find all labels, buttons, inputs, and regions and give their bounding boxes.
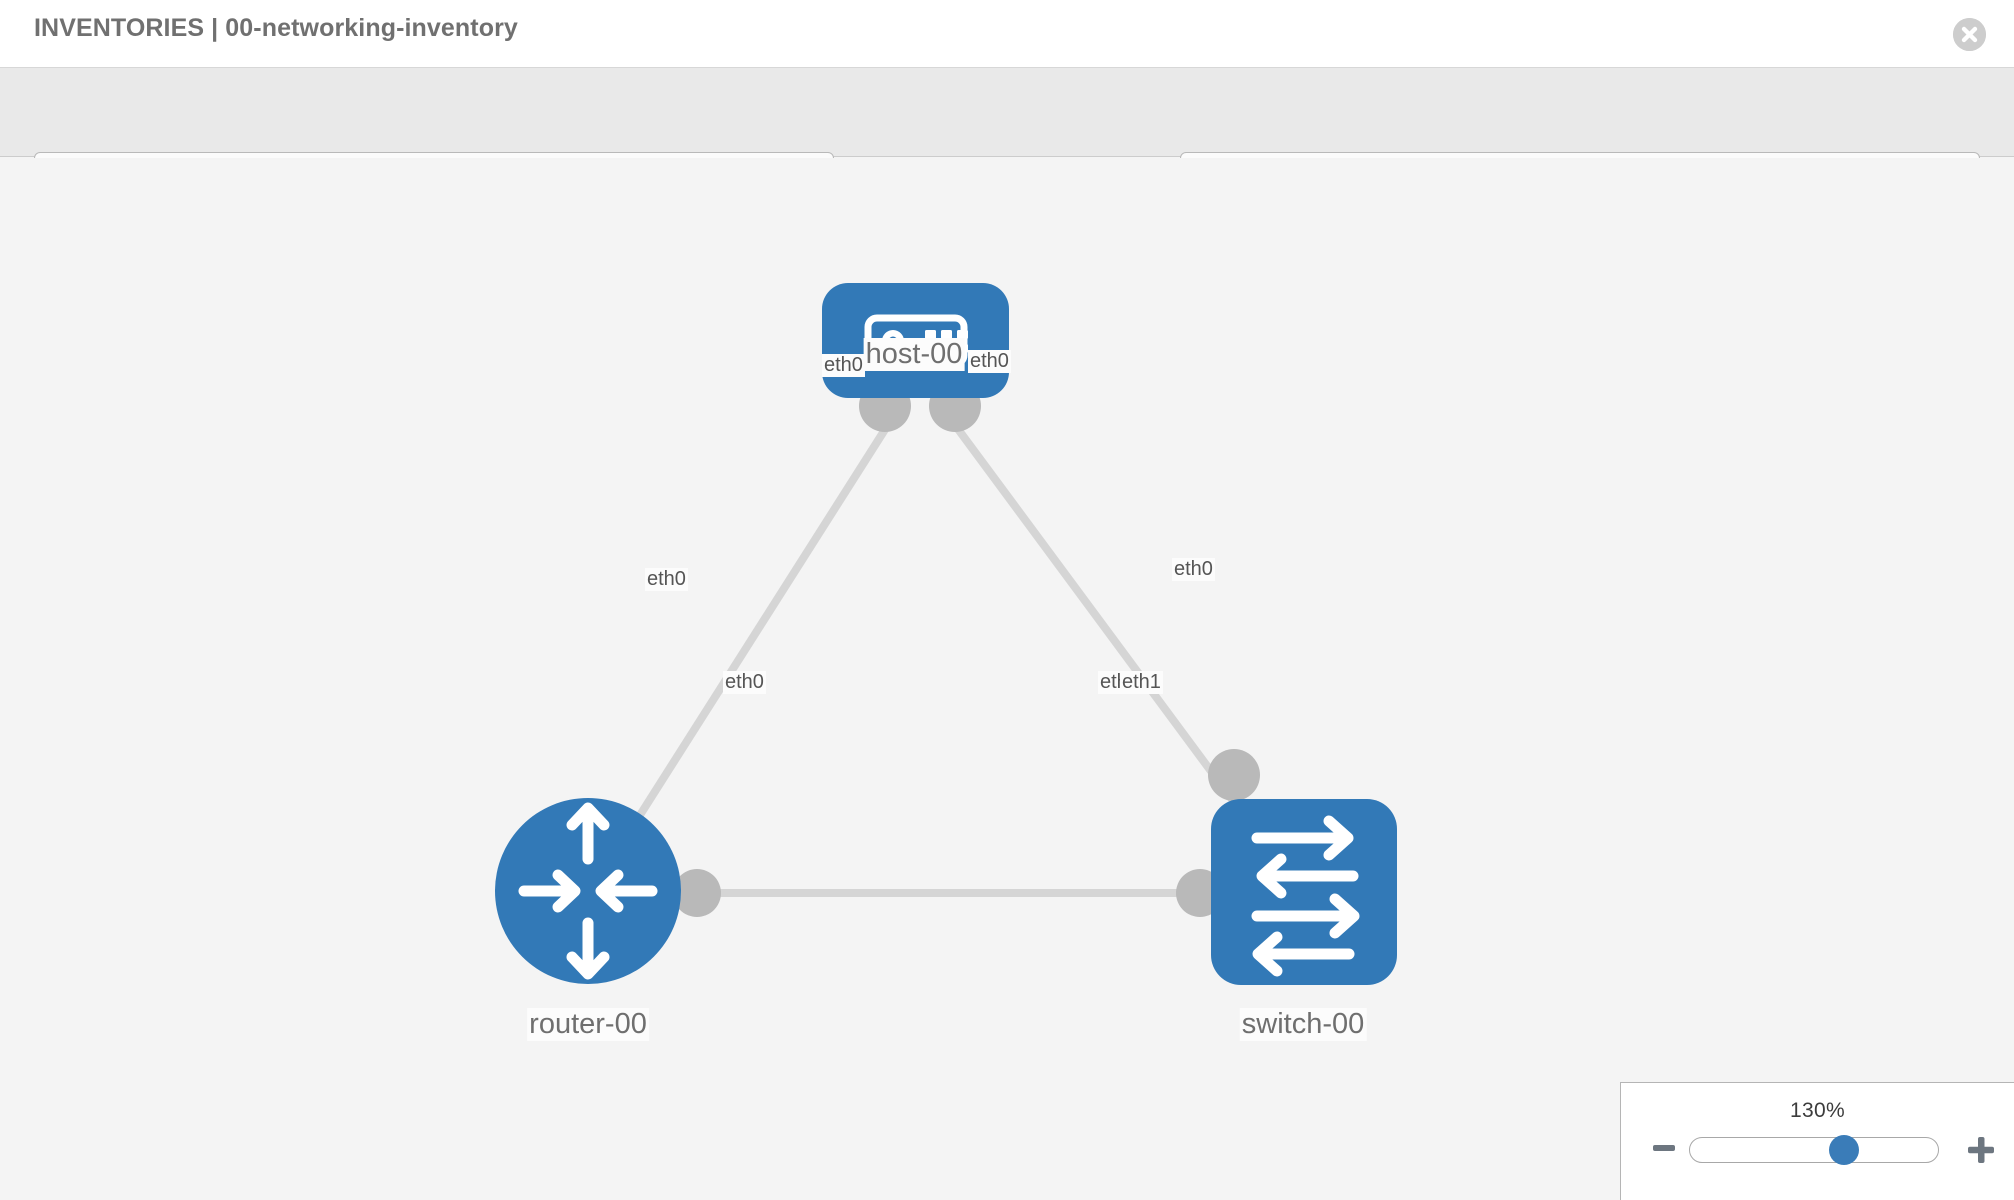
zoom-level-value: 130% [1790,1099,1845,1122]
zoom-slider-track[interactable] [1689,1135,1939,1165]
topology-graph [495,283,1397,985]
link-group [596,395,1294,897]
page-header: INVENTORIES | 00-networking-inventory [0,0,2014,68]
iface-label-router-right: eth0 [723,671,766,694]
close-icon[interactable] [1953,18,1986,51]
port-switch-top [1208,749,1260,801]
plus-icon[interactable] [1966,1135,1996,1170]
link-host-router [596,395,909,881]
port-group [673,380,1260,917]
node-label-router-00: router-00 [527,1008,649,1041]
iface-label-switch-up: eth0 [1172,558,1215,581]
zoom-slider-thumb[interactable] [1828,1135,1859,1165]
node-switch-00 [1211,799,1397,985]
node-label-host-00: host-00 [863,338,965,371]
toolbar: ACTIONS SEARCH [0,68,2014,209]
port-router-right [673,869,721,917]
iface-label-switch-left-eth1: eth1 [1120,671,1163,694]
node-router-00 [495,798,681,984]
page-title: INVENTORIES | 00-networking-inventory [34,14,518,42]
node-label-switch-00: switch-00 [1239,1008,1367,1041]
iface-label-router-up: eth0 [645,568,688,591]
minus-icon[interactable] [1651,1135,1677,1166]
topology-canvas[interactable]: eth0 eth0 eth0 eth0 eth0 eth0 eth1 host-… [0,158,2014,1200]
zoom-control-panel: 130% [1620,1082,2014,1200]
iface-label-host-right: eth0 [968,350,1011,373]
iface-label-host-left: eth0 [822,354,865,377]
